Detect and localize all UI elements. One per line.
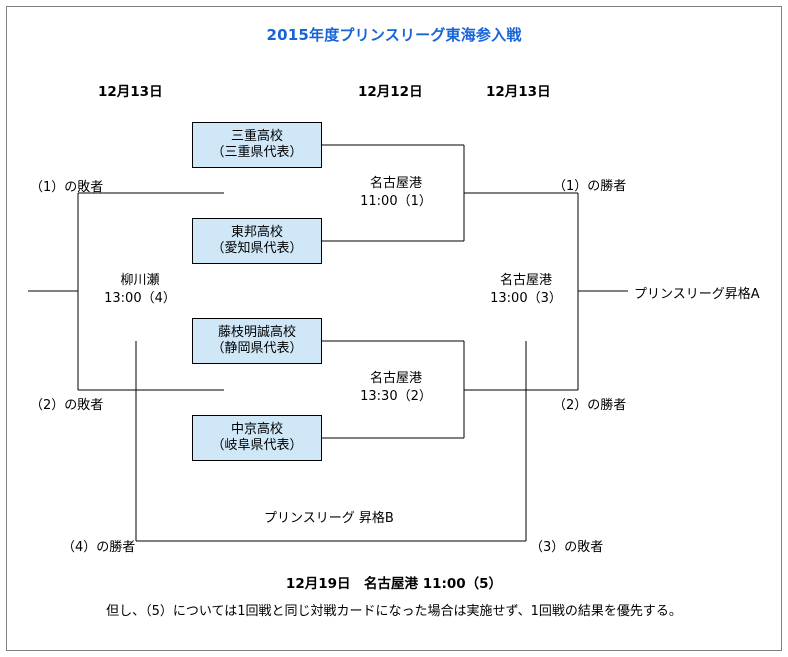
team-name: 中京高校 <box>230 421 283 437</box>
note-loser-2: （2）の敗者 <box>30 398 104 413</box>
team-name: 東邦高校 <box>230 224 283 240</box>
match-venue: 柳川瀬 <box>120 273 160 288</box>
footer-match-5: 12月19日 名古屋港 11:00（5） <box>285 576 503 592</box>
team-name: 三重高校 <box>230 128 283 144</box>
label-promotion-b: プリンスリーグ 昇格B <box>264 511 394 526</box>
match-4-info: 柳川瀬 13:00（4） <box>80 272 200 307</box>
team-box-4: 中京高校 （岐阜県代表） <box>192 415 322 461</box>
note-loser-1: （1）の敗者 <box>30 180 104 195</box>
note-winner-2: （2）の勝者 <box>553 398 627 413</box>
note-winner-4: （4）の勝者 <box>62 540 136 555</box>
match-time: 13:30（2） <box>360 388 432 404</box>
team-box-1: 三重高校 （三重県代表） <box>192 122 322 168</box>
match-venue: 名古屋港 <box>369 371 422 386</box>
date-header-center: 12月12日 <box>358 84 423 100</box>
date-header-right: 12月13日 <box>486 84 551 100</box>
team-box-3: 藤枝明誠高校 （静岡県代表） <box>192 318 322 364</box>
match-venue: 名古屋港 <box>369 176 422 191</box>
match-time: 13:00（3） <box>490 290 562 306</box>
team-prefecture: （愛知県代表） <box>211 241 303 256</box>
diagram-frame <box>6 6 782 651</box>
match-time: 13:00（4） <box>104 290 176 306</box>
match-2-info: 名古屋港 13:30（2） <box>336 370 456 405</box>
match-time: 11:00（1） <box>360 193 432 209</box>
footer-note: 但し、（5）については1回戦と同じ対戦カードになった場合は実施せず、1回戦の結果… <box>106 604 682 619</box>
match-1-info: 名古屋港 11:00（1） <box>336 175 456 210</box>
page-title: 2015年度プリンスリーグ東海参入戦 <box>266 26 522 44</box>
team-prefecture: （岐阜県代表） <box>211 438 303 453</box>
team-name: 藤枝明誠高校 <box>217 324 296 340</box>
team-prefecture: （静岡県代表） <box>211 341 303 356</box>
date-header-left: 12月13日 <box>98 84 163 100</box>
note-loser-3: （3）の敗者 <box>530 540 604 555</box>
match-3-info: 名古屋港 13:00（3） <box>466 272 586 307</box>
label-promotion-a: プリンスリーグ昇格A <box>634 287 760 302</box>
team-prefecture: （三重県代表） <box>211 145 303 160</box>
team-box-2: 東邦高校 （愛知県代表） <box>192 218 322 264</box>
match-venue: 名古屋港 <box>499 273 552 288</box>
note-winner-1: （1）の勝者 <box>553 179 627 194</box>
